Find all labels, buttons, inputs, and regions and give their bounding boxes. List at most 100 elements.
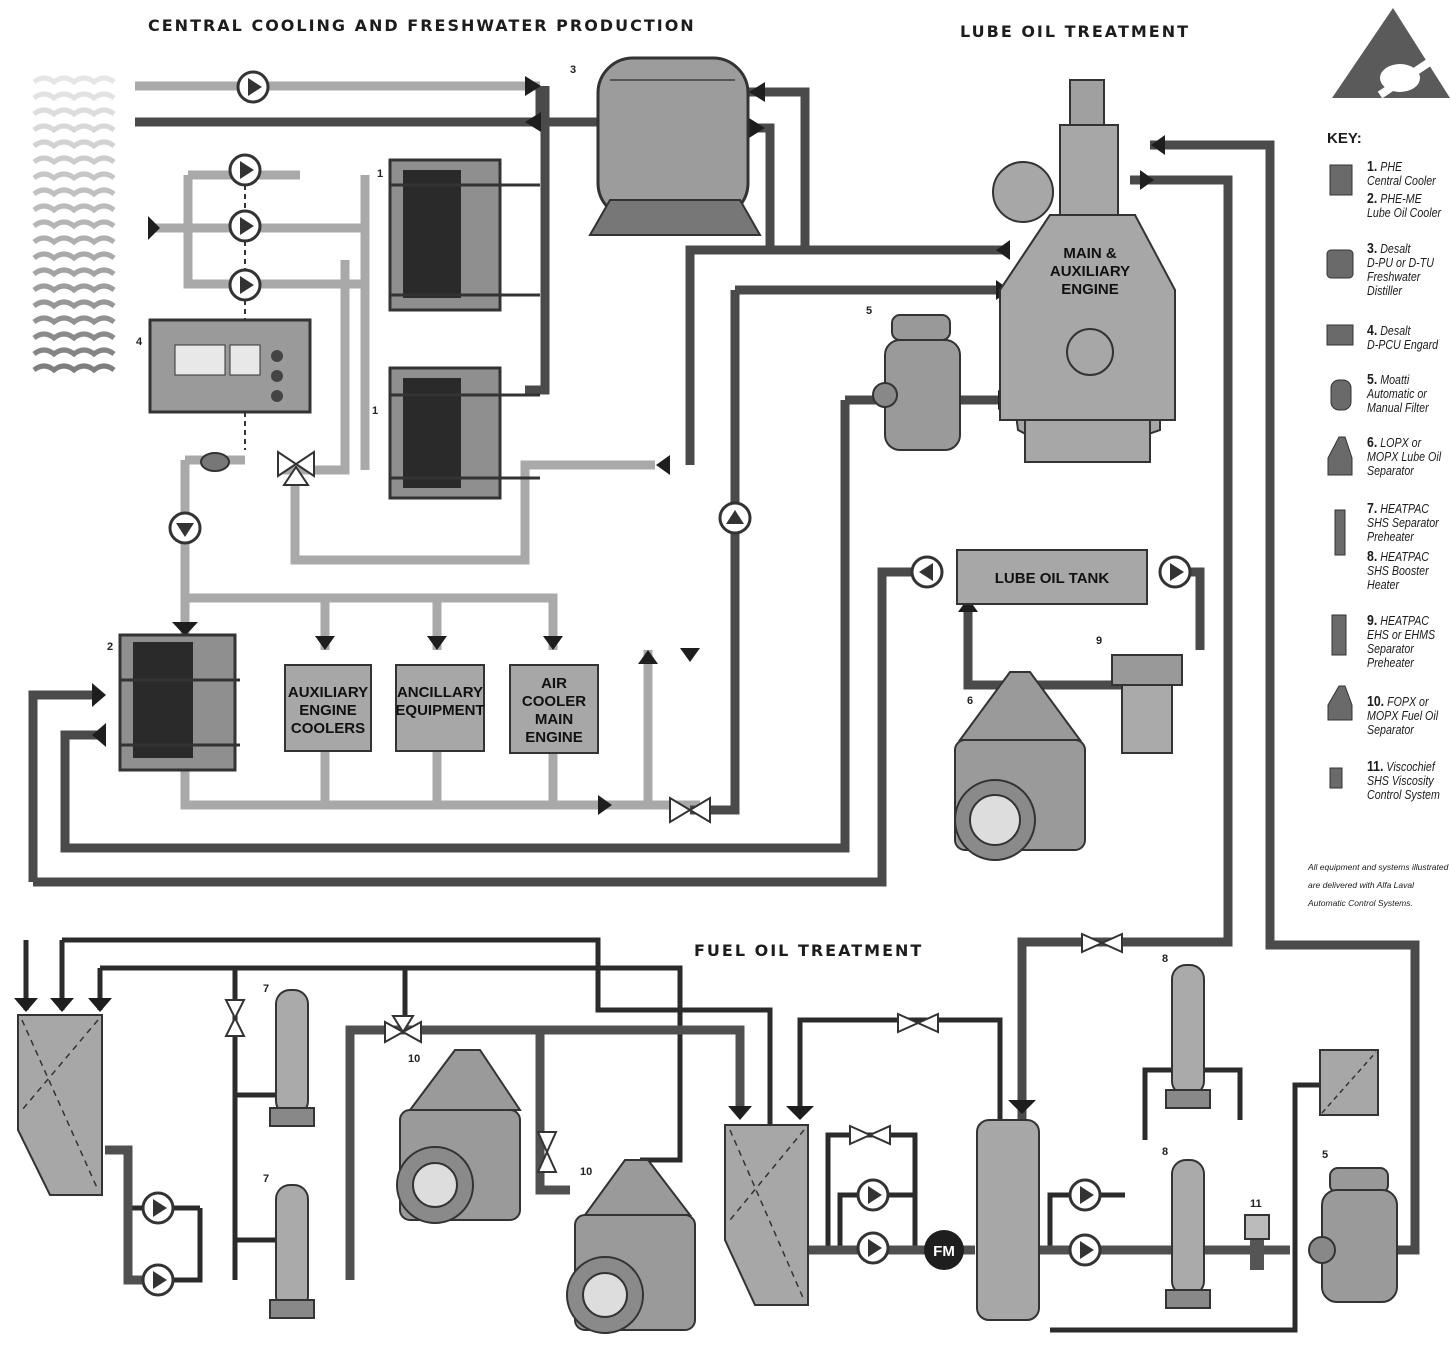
engine-label-3: ENGINE xyxy=(1061,281,1119,298)
booster-heater-top xyxy=(1165,964,1211,1109)
valve-icon xyxy=(224,999,246,1037)
settling-tank xyxy=(17,1014,103,1196)
valve-icon xyxy=(669,796,711,824)
valve-icon xyxy=(849,1124,891,1146)
service-tank xyxy=(724,1124,809,1306)
label-10b: 10 xyxy=(580,1166,592,1178)
automatic-filter xyxy=(872,314,961,451)
sensor-icon xyxy=(200,452,230,472)
ancillary-equipment-box xyxy=(395,664,485,752)
pump-icon xyxy=(141,1263,175,1297)
valve-icon xyxy=(536,1131,558,1173)
engine-label-2: AUXILIARY xyxy=(1050,263,1130,280)
pump-icon xyxy=(718,501,752,535)
central-cooling-title: CENTRAL COOLING AND FRESHWATER PRODUCTIO… xyxy=(148,16,696,35)
key-item-1: 1. PHE Central Cooler xyxy=(1367,158,1436,188)
ancillary-label-1: ANCILLARY xyxy=(397,684,483,701)
valve-icon xyxy=(897,1012,939,1034)
dark-pipes xyxy=(28,86,1420,1255)
key-icons xyxy=(1326,164,1354,789)
air-cooler-box xyxy=(509,664,599,754)
lube-oil-cooler xyxy=(118,633,240,772)
air-cooler-label-2: COOLER xyxy=(522,693,586,710)
pump-icon xyxy=(141,1191,175,1225)
aux-coolers-label-3: COOLERS xyxy=(291,720,365,737)
label-1a: 1 xyxy=(377,168,383,180)
label-6: 6 xyxy=(967,695,973,707)
flow-meter-label: FM xyxy=(933,1243,955,1260)
key-item-8: 8. HEATPAC SHS Booster Heater xyxy=(1367,548,1430,592)
key-item-2: 2. PHE-ME Lube Oil Cooler xyxy=(1367,190,1442,220)
freshwater-distiller xyxy=(588,56,762,236)
label-2: 2 xyxy=(107,641,113,653)
key-item-5: 5. Moatti Automatic or Manual Filter xyxy=(1367,371,1429,415)
label-5a: 5 xyxy=(866,305,872,317)
lube-oil-tank-label: LUBE OIL TANK xyxy=(995,570,1110,587)
label-3: 3 xyxy=(570,64,576,76)
engine-label-1: MAIN & xyxy=(1063,245,1116,262)
valve-icon xyxy=(277,450,315,486)
lube-oil-title: LUBE OIL TREATMENT xyxy=(960,22,1191,41)
fuel-oil-separator-a xyxy=(396,1049,522,1224)
booster-heater-bottom xyxy=(1165,1159,1211,1309)
label-5b: 5 xyxy=(1322,1149,1328,1161)
pump-icon xyxy=(236,70,270,104)
key-item-7: 7. HEATPAC SHS Separator Preheater xyxy=(1367,500,1439,544)
pump-icon xyxy=(856,1231,890,1265)
aux-coolers-label-2: ENGINE xyxy=(299,702,357,719)
pump-icon xyxy=(228,209,262,243)
filter-box xyxy=(1319,1049,1379,1116)
label-8a: 8 xyxy=(1162,953,1168,965)
key-item-11: 11. Viscochief SHS Viscosity Control Sys… xyxy=(1367,758,1440,802)
key-legend: KEY: 1. PHE Central Cooler 2. PHE-ME Lub… xyxy=(1305,130,1450,802)
separator-preheater xyxy=(1111,654,1183,754)
air-cooler-label-4: ENGINE xyxy=(525,729,583,746)
valve-icon xyxy=(1081,932,1123,954)
air-cooler-label-3: MAIN xyxy=(535,711,573,728)
key-item-4: 4. Desalt D-PCU Engard xyxy=(1367,322,1439,352)
pump-icon xyxy=(856,1178,890,1212)
central-cooler-bottom xyxy=(388,366,540,500)
viscosity-control xyxy=(1244,1214,1270,1270)
central-cooler-top xyxy=(388,158,540,312)
pump-icon xyxy=(1158,555,1192,589)
mixing-tank xyxy=(976,1119,1040,1321)
label-9: 9 xyxy=(1096,635,1102,647)
label-7a: 7 xyxy=(263,983,269,995)
key-item-9: 9. HEATPAC EHS or EHMS Separator Preheat… xyxy=(1367,612,1436,670)
sea-water-icon xyxy=(32,75,116,374)
lube-oil-separator xyxy=(954,671,1086,861)
engard-control-panel xyxy=(148,318,312,414)
aux-engine-coolers-box xyxy=(284,664,372,752)
key-heading: KEY: xyxy=(1327,130,1362,147)
pump-icon xyxy=(1068,1233,1102,1267)
fuel-preheater-top xyxy=(269,989,315,1127)
air-cooler-label-1: AIR xyxy=(541,675,567,692)
automatic-filter-bottom xyxy=(1308,1167,1398,1303)
label-8b: 8 xyxy=(1162,1146,1168,1158)
aux-coolers-label-1: AUXILIARY xyxy=(288,684,368,701)
fuel-preheater-bottom xyxy=(269,1184,315,1319)
pump-icon xyxy=(910,555,944,589)
pump-icon xyxy=(228,268,262,302)
label-7b: 7 xyxy=(263,1173,269,1185)
ancillary-label-2: EQUIPMENT xyxy=(395,702,484,719)
pump-icon xyxy=(168,511,202,545)
label-10a: 10 xyxy=(408,1053,420,1065)
pump-icon xyxy=(228,153,262,187)
alfa-laval-logo xyxy=(1332,8,1450,99)
key-item-6: 6. LOPX or MOPX Lube Oil Separator xyxy=(1367,434,1442,478)
label-11: 11 xyxy=(1250,1198,1262,1210)
lube-oil-tank xyxy=(956,549,1148,605)
key-item-10: 10. FOPX or MOPX Fuel Oil Separator xyxy=(1367,693,1439,737)
flow-meter xyxy=(924,1230,964,1270)
label-1b: 1 xyxy=(372,405,378,417)
pump-icon xyxy=(1068,1178,1102,1212)
key-item-3: 3. Desalt D-PU or D-TU Freshwater Distil… xyxy=(1367,240,1434,298)
valve-icon xyxy=(384,1015,422,1044)
footnote: All equipment and systems illustrated ar… xyxy=(1308,862,1449,908)
label-4: 4 xyxy=(136,336,143,348)
fuel-oil-title: FUEL OIL TREATMENT xyxy=(694,941,924,960)
fuel-oil-separator-b xyxy=(566,1159,696,1334)
